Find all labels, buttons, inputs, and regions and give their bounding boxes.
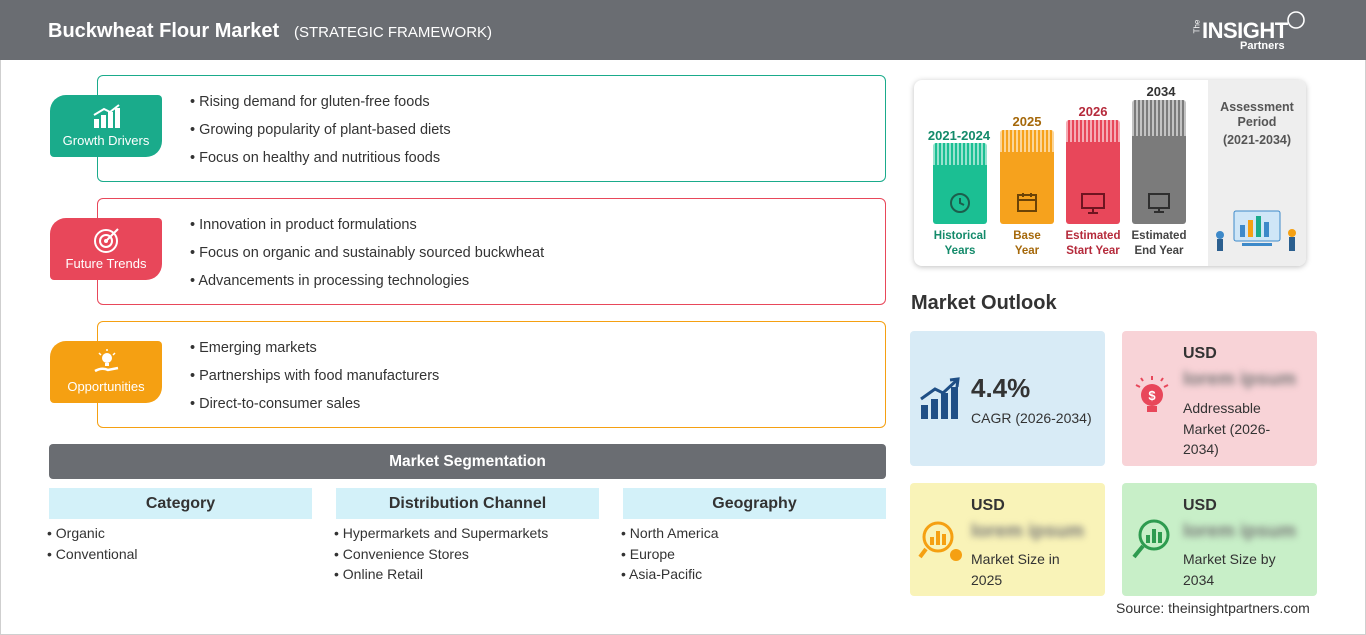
history-icon bbox=[950, 193, 970, 213]
list-item: Convenience Stores bbox=[334, 546, 599, 567]
segment-distribution-channel: Distribution Channel Hypermarkets and Su… bbox=[336, 488, 599, 587]
page-title: Buckwheat Flour Market bbox=[48, 20, 280, 42]
size-2025-label: Market Size in 2025 bbox=[971, 551, 1060, 588]
bar-label-line: Estimated bbox=[1131, 230, 1187, 242]
estimated-start-year-bar bbox=[1066, 120, 1120, 224]
list-item: Focus on healthy and nutritious foods bbox=[190, 150, 451, 178]
opportunities-box: Emerging markets Partnerships with food … bbox=[97, 321, 886, 428]
list-item: Direct-to-consumer sales bbox=[190, 396, 439, 424]
addressable-currency: USD bbox=[1183, 345, 1217, 362]
bar-label-line: Years bbox=[944, 245, 976, 257]
list-item: Hypermarkets and Supermarkets bbox=[334, 525, 599, 546]
dollar-bulb-icon: $ bbox=[1135, 376, 1169, 412]
list-item: Rising demand for gluten-free foods bbox=[190, 94, 451, 122]
list-item: Emerging markets bbox=[190, 340, 439, 368]
base-year-label: Base Year bbox=[990, 229, 1064, 259]
target-icon bbox=[94, 228, 119, 253]
list-item: Asia-Pacific bbox=[621, 566, 886, 587]
addressable-value: lorem ipsum bbox=[1183, 369, 1296, 390]
future-trends-box: Innovation in product formulations Focus… bbox=[97, 198, 886, 305]
lightbulb-hand-icon bbox=[94, 349, 119, 373]
size-2034-currency: USD bbox=[1183, 497, 1217, 514]
bar-label-line: Start Year bbox=[1066, 245, 1120, 257]
base-year-bar bbox=[1000, 130, 1054, 224]
page-subtitle: (STRATEGIC FRAMEWORK) bbox=[294, 24, 493, 41]
monitor-icon bbox=[1148, 193, 1170, 213]
segment-geography: Geography North America Europe Asia-Paci… bbox=[623, 488, 886, 587]
insight-partners-logo[interactable]: The INSIGHT Partners bbox=[1190, 10, 1310, 54]
logo-the: The bbox=[1192, 19, 1202, 34]
magnifier-chart-icon bbox=[918, 521, 962, 561]
list-item: North America bbox=[621, 525, 886, 546]
list-item: Partnerships with food manufacturers bbox=[190, 368, 439, 396]
logo-insight: INSIGHT bbox=[1202, 18, 1288, 43]
bar-label-line: Estimated bbox=[1065, 230, 1121, 242]
assessment-period-card: Assessment Period (2021-2034) 2021-2024 … bbox=[914, 80, 1306, 266]
analytics-illustration-icon bbox=[1216, 210, 1296, 251]
historical-years-bar bbox=[933, 143, 987, 224]
page-header: Buckwheat Flour Market (STRATEGIC FRAMEW… bbox=[0, 0, 1366, 60]
list-item: Innovation in product formulations bbox=[190, 217, 544, 245]
cagr-card: 4.4% CAGR (2026-2034) bbox=[910, 331, 1105, 466]
addressable-label: Addressable Market (2026-2034) bbox=[1183, 400, 1271, 457]
future-trends-list: Innovation in product formulations Focus… bbox=[190, 217, 544, 301]
segment-header: Distribution Channel bbox=[336, 488, 599, 519]
growth-chart-icon bbox=[93, 104, 120, 128]
growth-drivers-label: Growth Drivers bbox=[62, 133, 150, 148]
addressable-market-card: $ USD lorem ipsum Addressable Market (20… bbox=[1122, 331, 1317, 466]
market-size-2034-card: USD lorem ipsum Market Size by 2034 bbox=[1122, 483, 1317, 596]
list-item: Growing popularity of plant-based diets bbox=[190, 122, 450, 150]
list-item: Advancements in processing technologies bbox=[190, 273, 544, 301]
segment-header: Category bbox=[49, 488, 312, 519]
growth-chart-icon bbox=[920, 377, 960, 419]
list-item: Conventional bbox=[47, 546, 312, 567]
growth-drivers-box: Rising demand for gluten-free foods Grow… bbox=[97, 75, 886, 182]
future-trends-label: Future Trends bbox=[65, 256, 147, 271]
year-label: 2021-2024 bbox=[927, 128, 991, 143]
source-credit: Source: theinsightpartners.com bbox=[1116, 600, 1310, 616]
logo-partners: Partners bbox=[1240, 40, 1285, 52]
opportunities-list: Emerging markets Partnerships with food … bbox=[190, 340, 439, 424]
assessment-panel: Assessment Period (2021-2034) bbox=[1208, 80, 1306, 266]
growth-drivers-list: Rising demand for gluten-free foods Grow… bbox=[190, 94, 451, 178]
calendar-icon bbox=[1017, 193, 1037, 212]
growth-drivers-tag: Growth Drivers bbox=[50, 95, 162, 157]
historical-years-label: Historical Years bbox=[923, 229, 997, 259]
cagr-label: CAGR (2026-2034) bbox=[971, 410, 1092, 426]
list-item: Europe bbox=[621, 546, 886, 567]
bar-label-line: End Year bbox=[1134, 245, 1184, 257]
year-label: 2026 bbox=[1078, 104, 1108, 119]
market-size-2025-card: USD lorem ipsum Market Size in 2025 bbox=[910, 483, 1105, 596]
bar-label-line: Year bbox=[1014, 245, 1040, 257]
list-item: Organic bbox=[47, 525, 312, 546]
list-item: Focus on organic and sustainably sourced… bbox=[190, 245, 544, 273]
svg-text:$: $ bbox=[1148, 388, 1156, 403]
size-2034-value: lorem ipsum bbox=[1183, 521, 1296, 542]
size-2025-value: lorem ipsum bbox=[971, 521, 1084, 542]
bar-label-line: Base bbox=[1013, 230, 1041, 242]
logo-swoosh-icon bbox=[1287, 11, 1305, 29]
magnifier-chart-icon bbox=[1132, 519, 1170, 559]
future-trends-tag: Future Trends bbox=[50, 218, 162, 280]
estimated-start-year-label: Estimated Start Year bbox=[1056, 229, 1130, 259]
cagr-value: 4.4% bbox=[971, 373, 1031, 403]
assessment-title: Assessment Period bbox=[1220, 100, 1294, 129]
bar-label-line: Historical bbox=[933, 230, 987, 242]
estimated-end-year-label: Estimated End Year bbox=[1122, 229, 1196, 259]
size-2034-label: Market Size by 2034 bbox=[1183, 551, 1276, 588]
year-label: 2025 bbox=[1012, 114, 1042, 129]
opportunities-tag: Opportunities bbox=[50, 341, 162, 403]
size-2025-currency: USD bbox=[971, 497, 1005, 514]
presentation-icon bbox=[1081, 193, 1105, 214]
segment-category: Category Organic Conventional bbox=[49, 488, 312, 566]
segment-header: Geography bbox=[623, 488, 886, 519]
opportunities-label: Opportunities bbox=[67, 379, 145, 394]
list-item: Online Retail bbox=[334, 566, 599, 587]
market-outlook-title: Market Outlook bbox=[911, 292, 1057, 314]
assessment-range: (2021-2034) bbox=[1222, 133, 1292, 147]
year-label: 2034 bbox=[1146, 84, 1176, 99]
estimated-end-year-bar bbox=[1132, 100, 1186, 224]
segmentation-header: Market Segmentation bbox=[49, 444, 886, 479]
